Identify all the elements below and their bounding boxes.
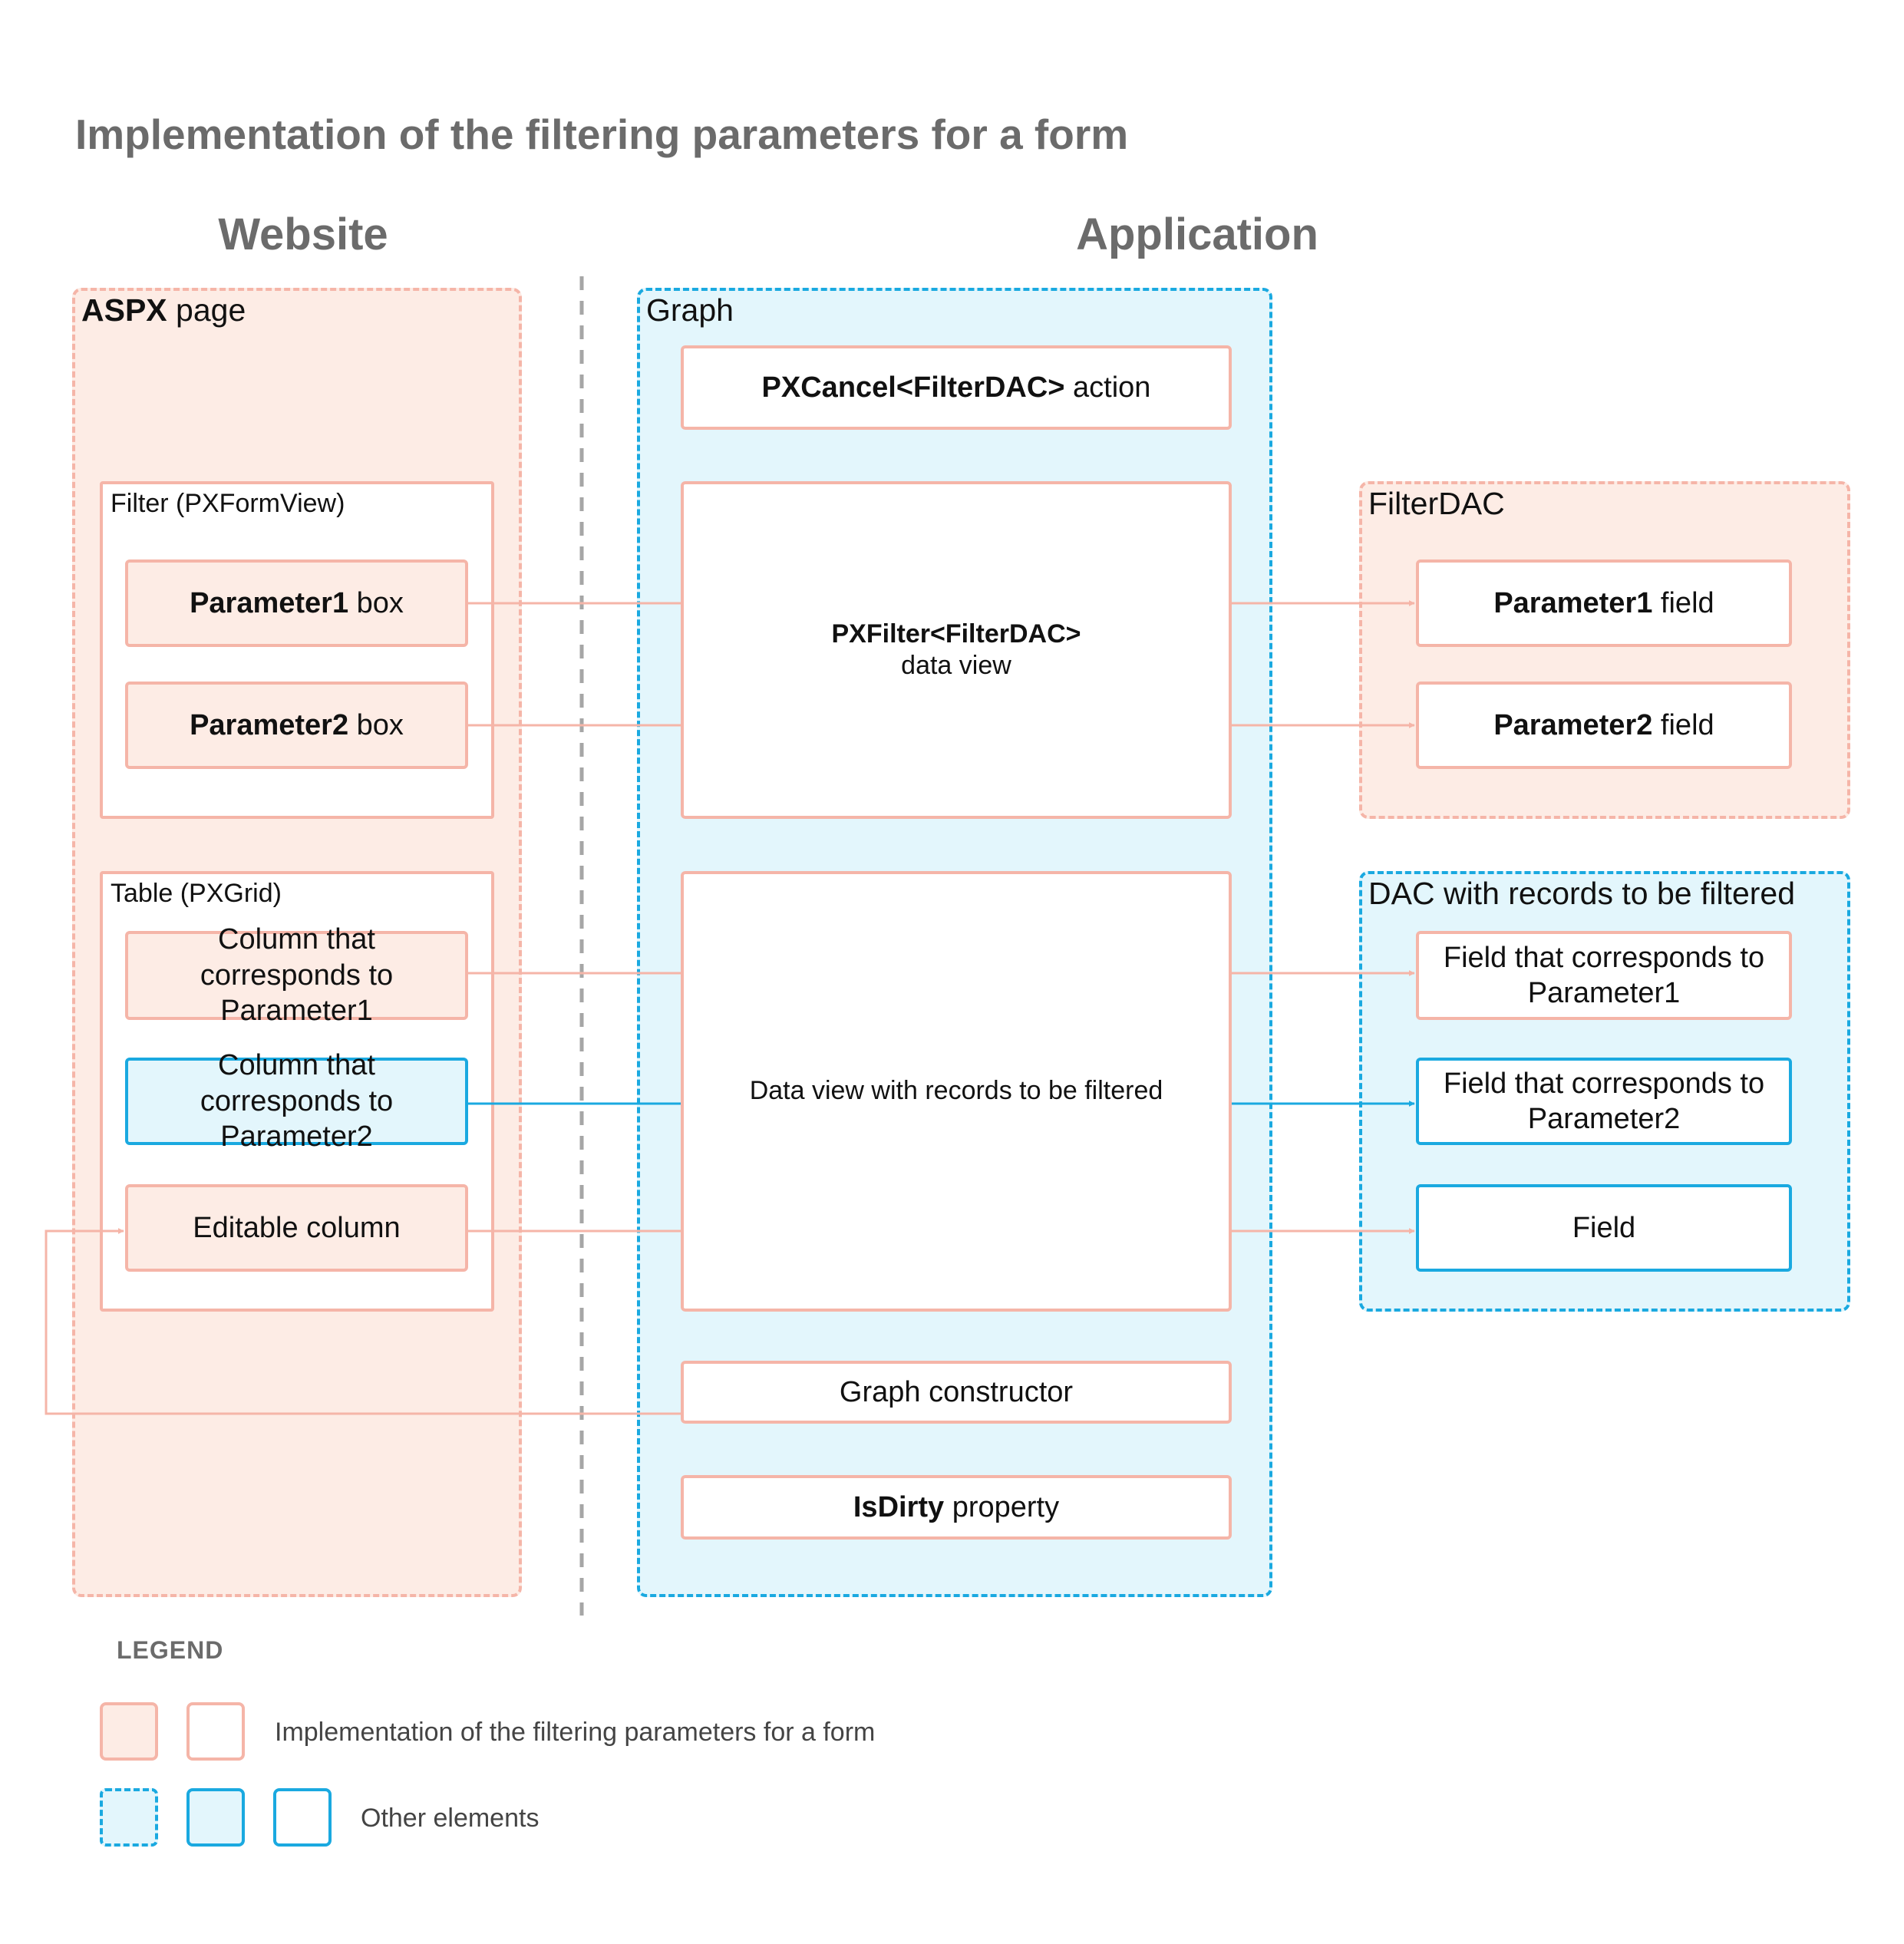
legend-swatch-blue-white [273, 1788, 332, 1847]
legend-text-implementation: Implementation of the filtering paramete… [275, 1718, 876, 1747]
dac-records-label: DAC with records to be filtered [1368, 876, 1796, 911]
parameter1-box: Parameter1 box [125, 559, 468, 647]
records-data-view: Data view with records to be filtered [681, 871, 1232, 1312]
heading-website: Website [218, 210, 388, 259]
graph-label: Graph [646, 292, 734, 328]
page-title: Implementation of the filtering paramete… [75, 111, 1129, 158]
editable-column: Editable column [125, 1184, 468, 1272]
aspx-page-label: ASPX page [81, 292, 246, 328]
graph-constructor: Graph constructor [681, 1361, 1232, 1424]
field-parameter2: Field that corresponds to Parameter2 [1416, 1058, 1792, 1145]
legend-swatch-blue-dashed [100, 1788, 158, 1847]
parameter2-field: Parameter2 field [1416, 682, 1792, 769]
table-grid-label: Table (PXGrid) [111, 879, 282, 908]
parameter2-box: Parameter2 box [125, 682, 468, 769]
isdirty-property: IsDirty property [681, 1475, 1232, 1540]
legend-swatch-blue-fill [186, 1788, 245, 1847]
filterdac-label: FilterDAC [1368, 486, 1505, 521]
legend-text-other: Other elements [361, 1804, 540, 1833]
legend-swatch-pink-white [186, 1702, 245, 1761]
pxfilter-data-view: PXFilter<FilterDAC>data view [681, 481, 1232, 819]
arrow-constructor-to-editable-column [45, 1228, 681, 1415]
parameter1-field: Parameter1 field [1416, 559, 1792, 647]
legend-title: LEGEND [117, 1636, 224, 1664]
filter-formview-label: Filter (PXFormView) [111, 489, 345, 518]
field-generic: Field [1416, 1184, 1792, 1272]
pxcancel-action: PXCancel<FilterDAC> action [681, 345, 1232, 430]
legend-swatch-pink-fill [100, 1702, 158, 1761]
heading-application: Application [1076, 210, 1318, 259]
field-parameter1: Field that corresponds to Parameter1 [1416, 931, 1792, 1020]
